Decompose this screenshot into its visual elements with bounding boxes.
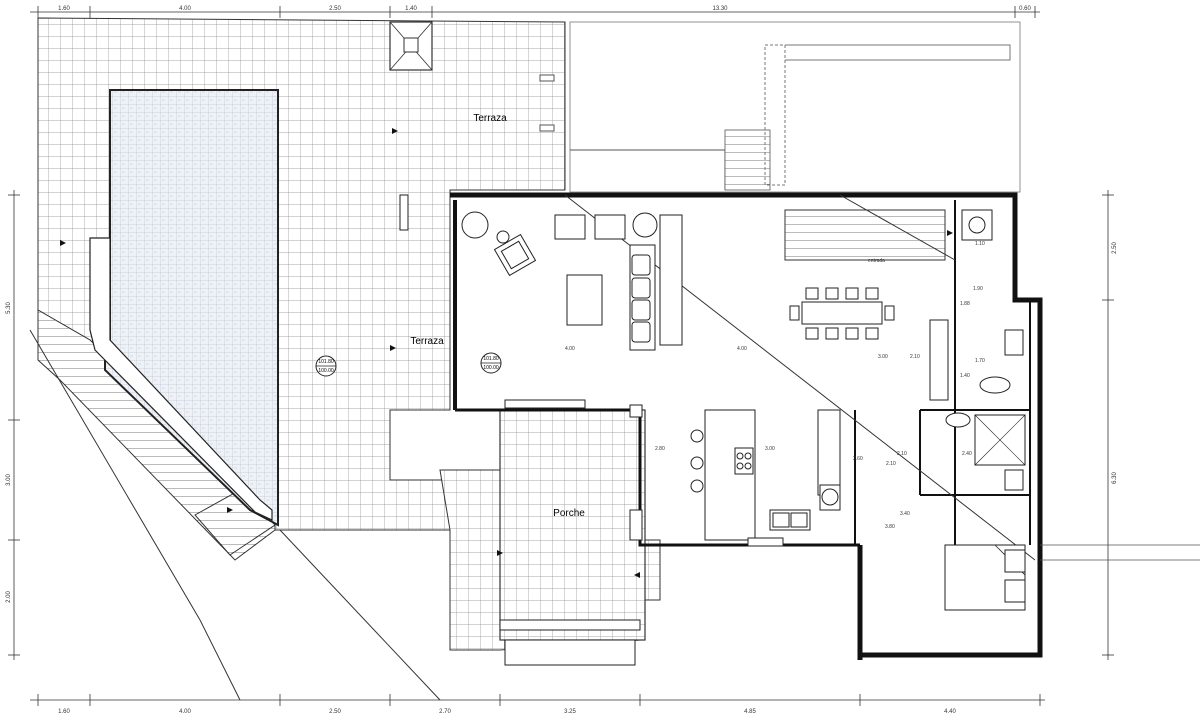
upper-right-area: [539, 21, 1021, 193]
arrows: [60, 128, 953, 578]
svg-text:2.80: 2.80: [655, 446, 665, 452]
svg-text:0.60: 0.60: [1019, 6, 1031, 12]
svg-text:1.70: 1.70: [975, 358, 985, 364]
level-marker-pool: 101.80 100.00: [315, 355, 337, 377]
svg-text:2.10: 2.10: [886, 461, 896, 467]
dims-top: [30, 6, 1040, 18]
room-label-terraza-top: Terraza: [473, 113, 507, 124]
left-stairs: [29, 309, 441, 701]
svg-text:4.85: 4.85: [744, 709, 756, 715]
section-line-2: [839, 194, 956, 261]
svg-text:6.30: 6.30: [1112, 472, 1118, 484]
svg-text:100.00: 100.00: [318, 368, 334, 374]
dims-top-text: 1.60 4.00 2.50 1.40 13.30 0.60: [58, 6, 1031, 12]
svg-text:2.50: 2.50: [1112, 242, 1118, 254]
dims-bottom-text: 1.60 4.00 2.50 2.70 3.25 4.85 4.40: [58, 709, 956, 715]
interior-stairs: [784, 209, 946, 261]
svg-text:3.00: 3.00: [6, 474, 12, 486]
bath-fixtures: [929, 209, 1026, 491]
bedroom-bed: [944, 544, 1026, 611]
svg-text:2.50: 2.50: [329, 6, 341, 12]
svg-text:1.40: 1.40: [405, 6, 417, 12]
svg-text:4.00: 4.00: [179, 709, 191, 715]
svg-text:2.50: 2.50: [329, 709, 341, 715]
svg-text:3.00: 3.00: [878, 354, 888, 360]
svg-text:2.40: 2.40: [962, 451, 972, 457]
svg-text:5.30: 5.30: [6, 302, 12, 314]
svg-text:1.90: 1.90: [973, 286, 983, 292]
svg-text:2.60: 2.60: [853, 456, 863, 462]
svg-text:1.40: 1.40: [960, 373, 970, 379]
svg-text:13.30: 13.30: [712, 6, 728, 12]
svg-text:2.10: 2.10: [910, 354, 920, 360]
interior-dims: 4.00 4.00 3.00 2.10 2.80 3.00 2.60 2.10 …: [565, 241, 985, 530]
dims-right-text: 2.50 6.30: [1112, 242, 1118, 484]
dims-right: [1040, 190, 1200, 660]
svg-text:4.00: 4.00: [179, 6, 191, 12]
room-label-terraza-mid: Terraza: [410, 336, 444, 347]
svg-text:1.10: 1.10: [975, 241, 985, 247]
level-marker-living: 101.80 100.00: [480, 352, 502, 374]
svg-text:3.80: 3.80: [885, 524, 895, 530]
dining-table: [789, 287, 895, 340]
svg-text:1.60: 1.60: [58, 6, 70, 12]
svg-text:1.60: 1.60: [58, 709, 70, 715]
room-label-porche: Porche: [553, 508, 585, 519]
svg-text:entrada: entrada: [868, 258, 885, 264]
svg-text:1.88: 1.88: [960, 301, 970, 307]
svg-text:4.40: 4.40: [944, 709, 956, 715]
dims-bottom: [30, 694, 1045, 706]
svg-text:101.80: 101.80: [483, 356, 499, 362]
kitchen: [690, 409, 841, 541]
svg-text:2.00: 2.00: [6, 591, 12, 603]
dims-left-text: 5.30 3.00 2.00: [6, 302, 12, 603]
svg-text:3.40: 3.40: [900, 511, 910, 517]
svg-text:101.80: 101.80: [318, 359, 334, 365]
skylight: [389, 21, 433, 71]
dims-left: [8, 190, 20, 660]
svg-text:3.25: 3.25: [564, 709, 576, 715]
svg-text:3.00: 3.00: [765, 446, 775, 452]
pool: [89, 89, 279, 527]
windows: [399, 194, 784, 666]
svg-text:4.00: 4.00: [737, 346, 747, 352]
svg-text:2.70: 2.70: [439, 709, 451, 715]
svg-text:4.00: 4.00: [565, 346, 575, 352]
living-furniture: [461, 211, 683, 351]
svg-text:100.00: 100.00: [483, 365, 499, 371]
house-walls: [450, 192, 1043, 660]
svg-text:2.10: 2.10: [897, 451, 907, 457]
